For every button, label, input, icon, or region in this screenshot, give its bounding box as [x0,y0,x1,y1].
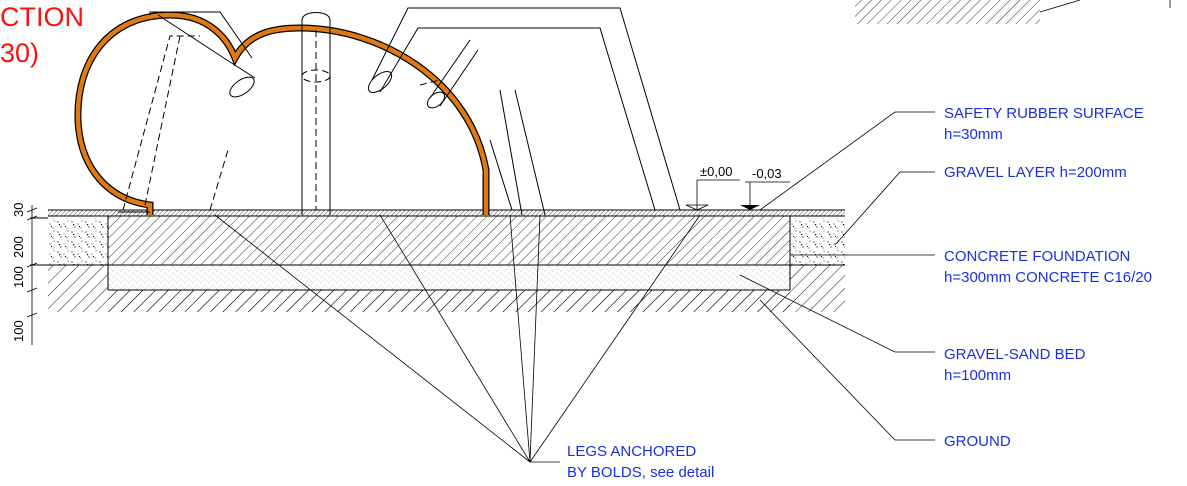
level-zero: ±0,00 [700,164,732,179]
title-line-1: CTION [0,2,84,32]
level-rubber: -0,03 [752,166,782,181]
dimension-chain: 30 200 100 100 [11,203,38,345]
top-right-hatch-fragment [855,0,1171,24]
label-gravel-layer: GRAVEL LAYER h=200mm [944,164,1127,181]
dim-gravel: 200 [11,236,26,258]
ground-layer [48,265,845,312]
concrete-foundation [107,215,791,266]
level-marks: ±0,00 -0,03 [685,164,790,211]
gravel-sand-bed [107,265,791,291]
label-concrete-1: CONCRETE FOUNDATION [944,248,1130,265]
label-gravel-sand-1: GRAVEL-SAND BED [944,346,1086,363]
label-safety-rubber-2: h=30mm [944,126,1003,143]
gravel-layer [30,218,845,266]
label-safety-rubber-1: SAFETY RUBBER SURFACE [944,105,1144,122]
section-title: CTION 30) [0,2,84,68]
label-concrete-2: h=300mm CONCRETE C16/20 [944,269,1152,286]
label-legs-2: BY BOLDS, see detail [567,464,714,481]
play-equipment [74,7,681,216]
layer-labels: SAFETY RUBBER SURFACE h=30mm GRAVEL LAYE… [567,105,1152,481]
leader-lines [214,111,935,463]
label-ground: GROUND [944,433,1011,450]
label-legs-1: LEGS ANCHORED [567,443,696,460]
dim-rubber: 30 [11,203,26,217]
title-line-2: 30) [0,38,39,68]
label-gravel-sand-2: h=100mm [944,367,1011,384]
dim-ground: 100 [11,320,26,342]
dim-bed: 100 [11,266,26,288]
